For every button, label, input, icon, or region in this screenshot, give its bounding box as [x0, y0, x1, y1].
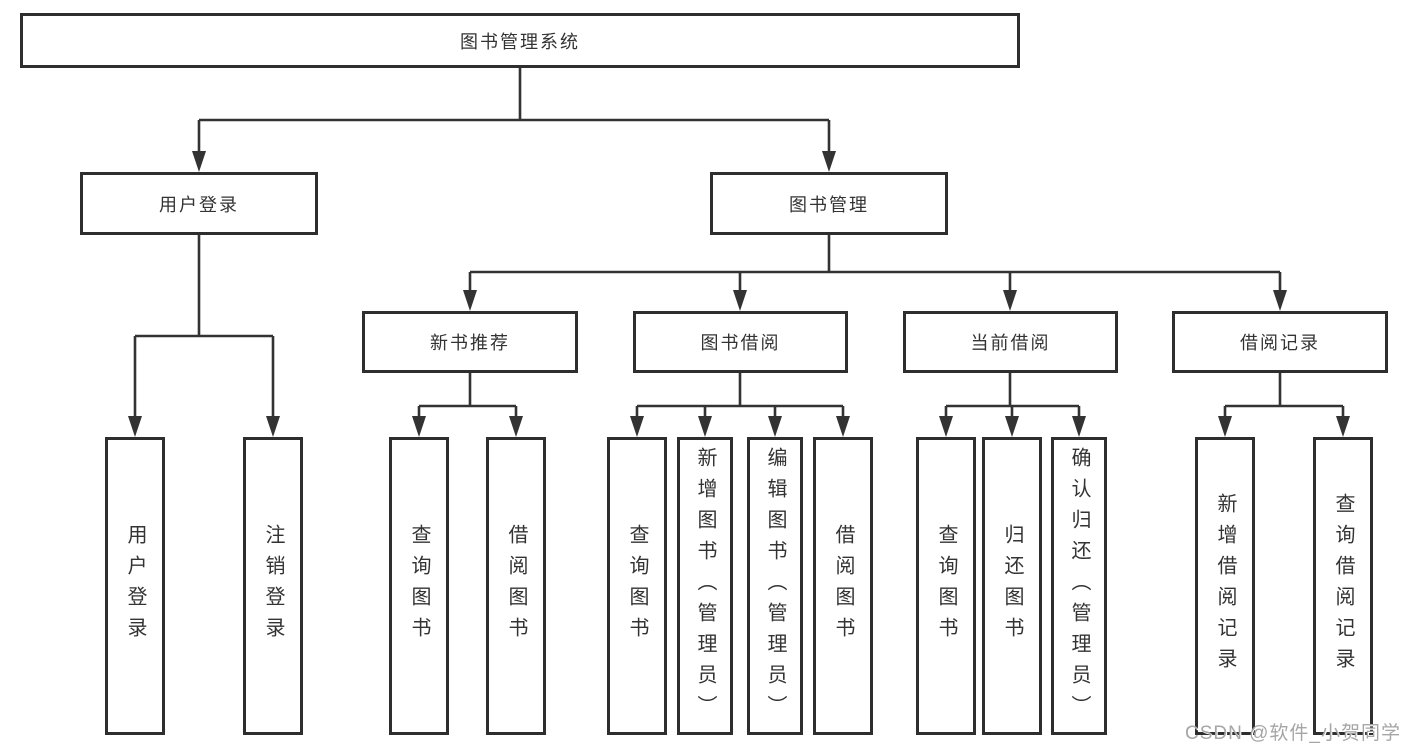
node-query-books-3-label: 查询图书: [935, 524, 957, 648]
node-edit-books-admin-label: 编辑图书（管理员）: [764, 446, 786, 726]
node-add-borrow-record-label: 新增借阅记录: [1214, 493, 1236, 679]
node-current-borrow: 当前借阅: [903, 311, 1118, 373]
connector-book-management-to-level3: [463, 235, 1287, 311]
node-query-borrow-record-label: 查询借阅记录: [1332, 493, 1354, 679]
node-book-management-branch: 图书管理: [710, 172, 948, 235]
node-borrow-books-1-label: 借阅图书: [505, 524, 527, 648]
connector-user-login-group: [128, 235, 280, 437]
node-add-borrow-record: 新增借阅记录: [1195, 437, 1255, 735]
node-user-login-leaf-label: 用户登录: [124, 524, 146, 648]
node-return-books: 归还图书: [982, 437, 1042, 735]
node-book-borrow: 图书借阅: [633, 311, 848, 373]
node-logout-leaf: 注销登录: [243, 437, 303, 735]
node-confirm-return-admin: 确认归还（管理员）: [1051, 437, 1107, 735]
node-query-books-3: 查询图书: [916, 437, 976, 735]
node-logout-leaf-label: 注销登录: [262, 524, 284, 648]
node-user-login-branch: 用户登录: [80, 172, 318, 235]
node-borrow-books-1: 借阅图书: [486, 437, 546, 735]
node-query-books-2: 查询图书: [607, 437, 667, 735]
node-borrow-records: 借阅记录: [1172, 311, 1388, 373]
connector-current-borrow-group: [939, 373, 1086, 437]
connector-borrow-records-group: [1218, 373, 1350, 437]
node-borrow-books-2: 借阅图书: [813, 437, 873, 735]
node-query-books-1: 查询图书: [389, 437, 449, 735]
connector-new-book-group: [412, 373, 523, 437]
node-query-books-2-label: 查询图书: [626, 524, 648, 648]
csdn-watermark: CSDN @软件_小贺同学: [1185, 723, 1401, 744]
node-confirm-return-admin-label: 确认归还（管理员）: [1068, 446, 1090, 726]
node-borrow-books-2-label: 借阅图书: [832, 524, 854, 648]
node-add-books-admin: 新增图书（管理员）: [677, 437, 733, 735]
node-new-book-recommend: 新书推荐: [362, 311, 578, 373]
node-query-borrow-record: 查询借阅记录: [1313, 437, 1373, 735]
node-return-books-label: 归还图书: [1001, 524, 1023, 648]
node-edit-books-admin: 编辑图书（管理员）: [747, 437, 803, 735]
node-user-login-leaf: 用户登录: [105, 437, 165, 735]
node-add-books-admin-label: 新增图书（管理员）: [694, 446, 716, 726]
node-library-management-system: 图书管理系统: [20, 13, 1020, 68]
node-query-books-1-label: 查询图书: [408, 524, 430, 648]
connector-root-to-level2: [192, 68, 836, 172]
connector-book-borrow-group: [630, 373, 850, 437]
